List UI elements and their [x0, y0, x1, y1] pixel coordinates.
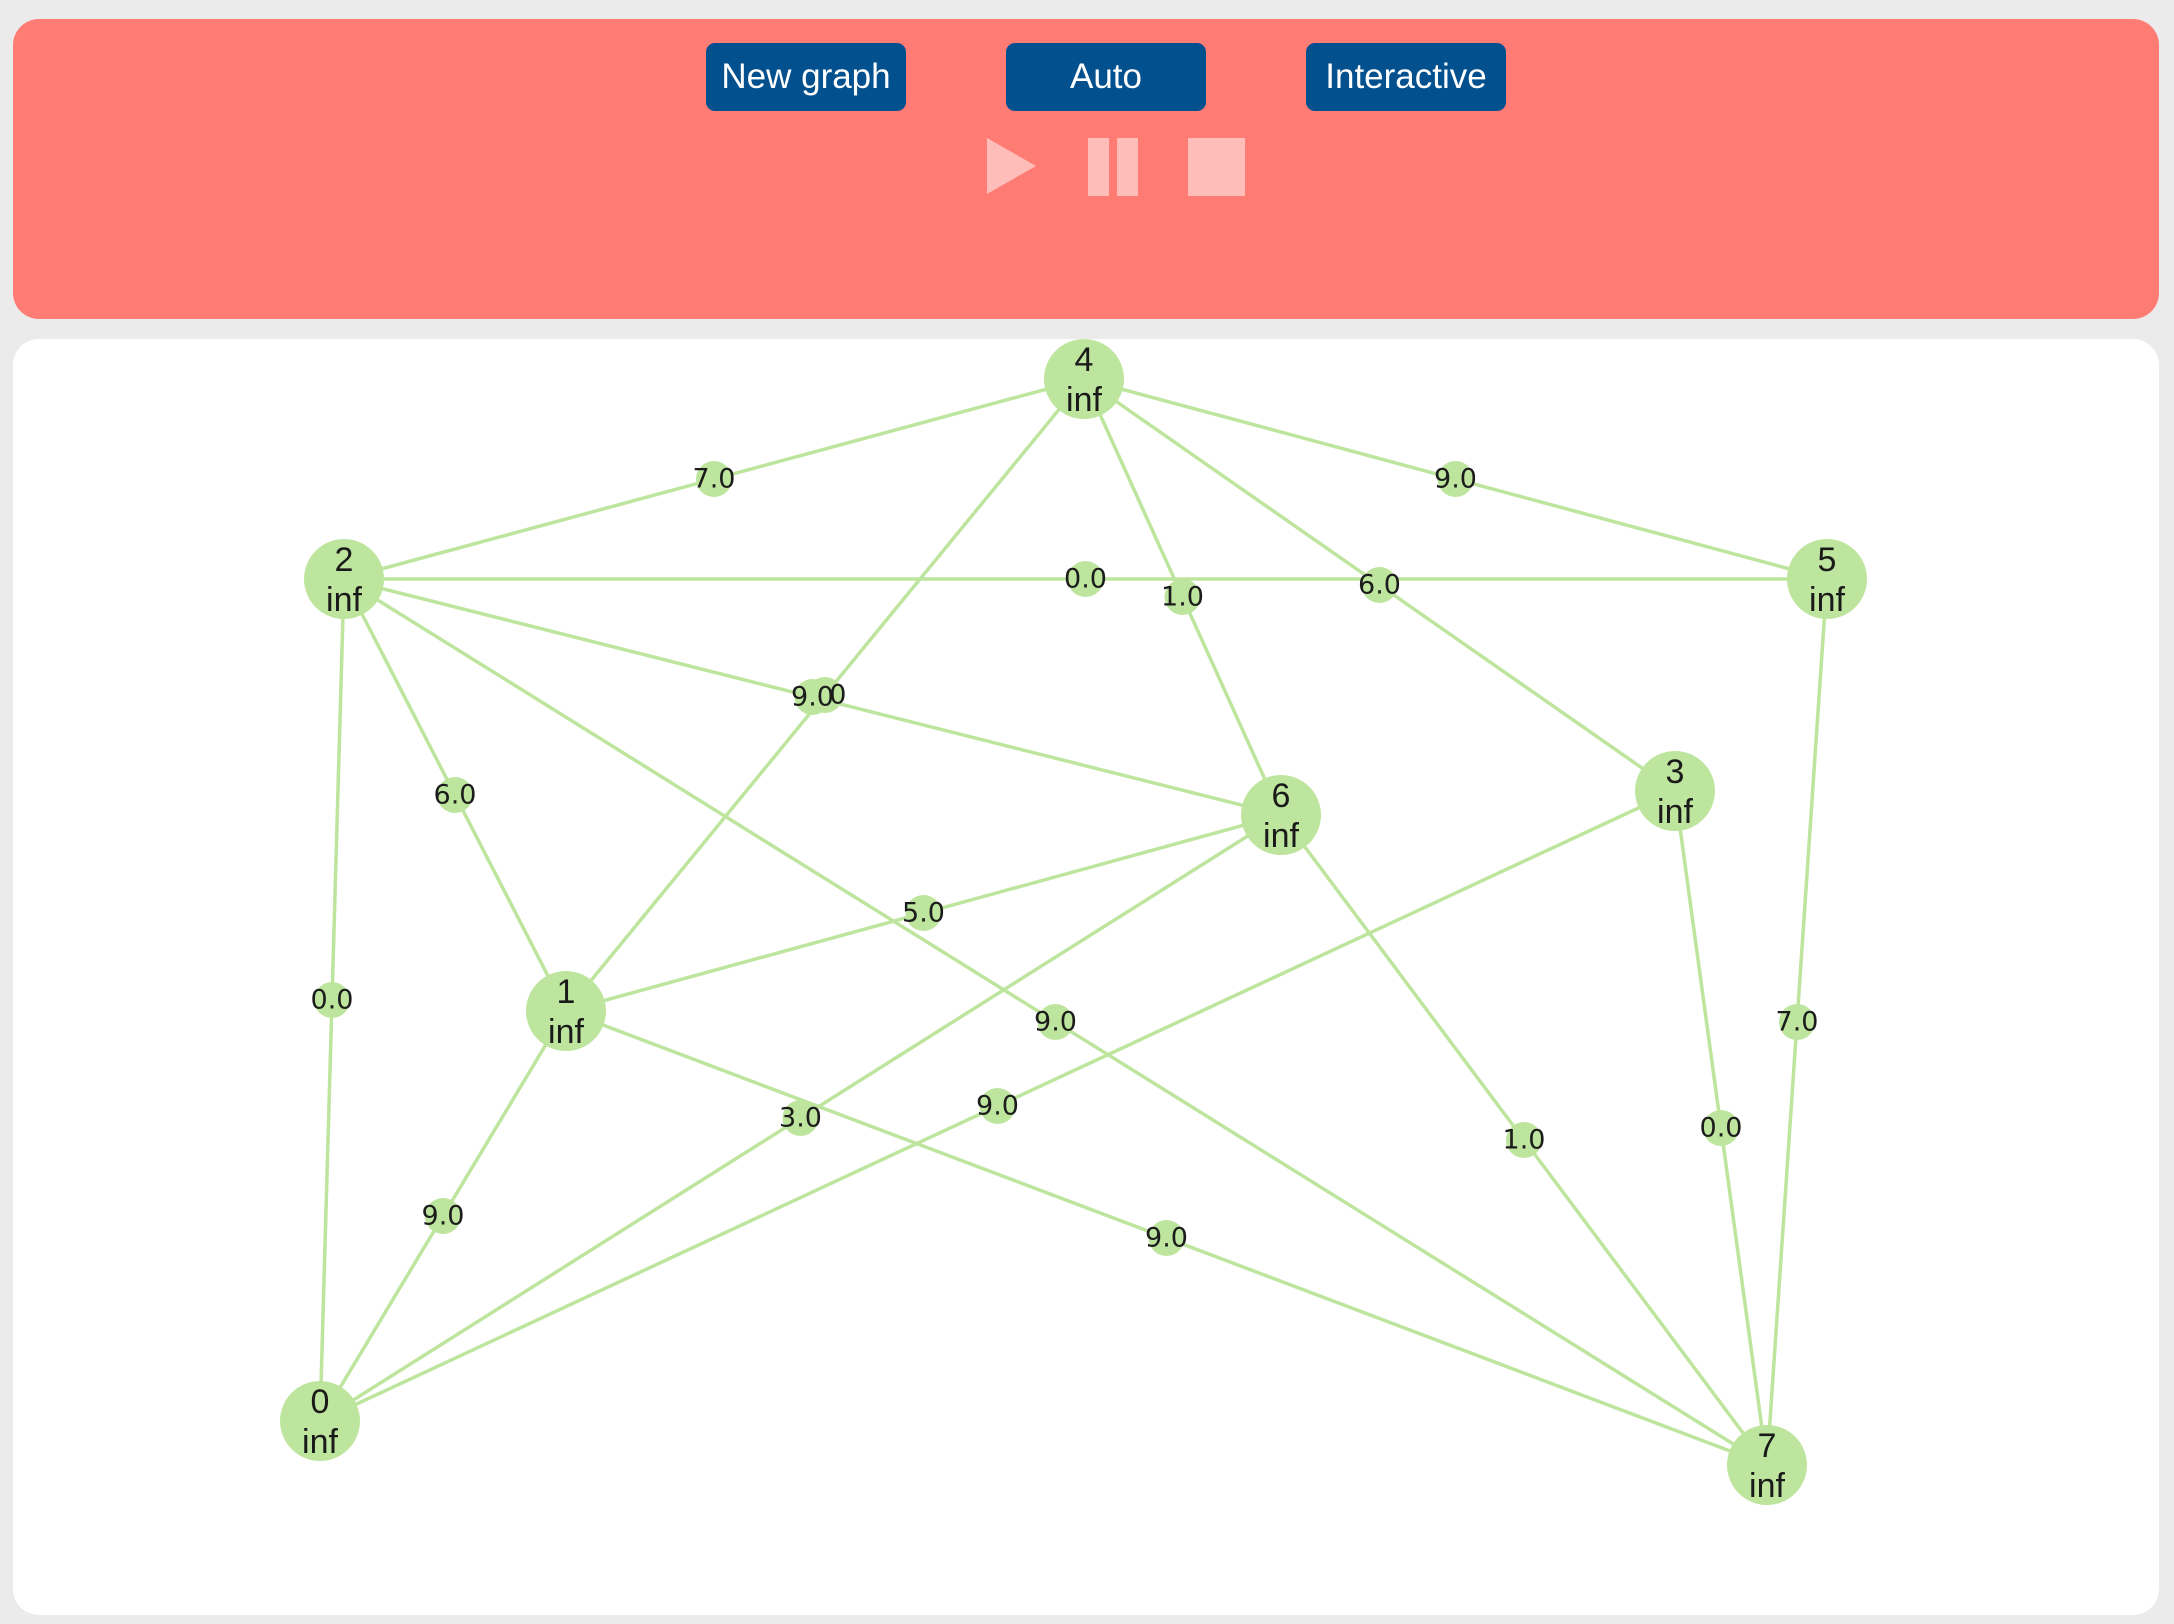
- edge-weight-4-2: 7.0: [693, 461, 736, 497]
- node-distance-label: inf: [326, 581, 362, 619]
- node-distance-label: inf: [548, 1013, 584, 1051]
- edge-weight-label: 9.0: [791, 682, 834, 713]
- edge-weight-label: 1.0: [1161, 582, 1204, 613]
- edge-weight-2-0: 0.0: [311, 982, 354, 1018]
- new-graph-button[interactable]: New graph: [706, 43, 906, 111]
- node-circle[interactable]: [304, 539, 384, 619]
- node-id-label: 3: [1666, 753, 1685, 791]
- edge-weight-3-7: 0.0: [1700, 1110, 1743, 1146]
- edge-weight-4-6: 1.0: [1161, 579, 1204, 615]
- edge-weight-label: 1.0: [1503, 1125, 1546, 1156]
- node-circle[interactable]: [526, 971, 606, 1051]
- node-circle[interactable]: [1787, 539, 1867, 619]
- edge-weight-badge: [1148, 1220, 1185, 1256]
- edges-layer: [318, 377, 1829, 1467]
- edge-weight-badge: [425, 1198, 461, 1234]
- edge-weight-badge: [905, 895, 942, 931]
- node-circle[interactable]: [1241, 775, 1321, 855]
- node-distance-label: inf: [1263, 817, 1299, 855]
- edge-weight-2-6: 9.0: [791, 679, 834, 715]
- edge-weights-layer: 7.09.07.01.06.00.09.06.09.00.07.05.03.01…: [311, 461, 1819, 1256]
- pause-icon[interactable]: [1075, 131, 1145, 201]
- graph-panel: 7.09.07.01.06.00.09.06.09.00.07.05.03.01…: [13, 339, 2159, 1615]
- edge-weight-badge: [1361, 567, 1398, 603]
- node-circle[interactable]: [280, 1381, 360, 1461]
- edge-weight-label: 7.0: [1776, 1007, 1819, 1038]
- edge-weight-1-7: 9.0: [1145, 1220, 1188, 1256]
- edge-weight-2-1: 6.0: [434, 777, 477, 813]
- edge-weight-badge: [782, 1100, 819, 1136]
- edge-weight-badge: [1703, 1110, 1739, 1146]
- edge-weight-label: 0.0: [1064, 564, 1107, 595]
- edge-weight-label: 5.0: [902, 898, 945, 929]
- node-circle[interactable]: [1044, 339, 1124, 419]
- interactive-button[interactable]: Interactive: [1306, 43, 1506, 111]
- node-id-label: 0: [311, 1383, 330, 1421]
- edge-weight-label: 6.0: [434, 780, 477, 811]
- node-distance-label: inf: [1749, 1467, 1785, 1505]
- edge-weight-2-5: 0.0: [1064, 561, 1107, 597]
- node-id-label: 5: [1818, 541, 1837, 579]
- edge-weight-label: 0.0: [1700, 1113, 1743, 1144]
- edge-weight-badge: [314, 982, 350, 1018]
- edge-weight-label: 7.0: [693, 464, 736, 495]
- edge-weight-3-0: 9.0: [976, 1088, 1019, 1124]
- edge-weight-5-7: 7.0: [1776, 1004, 1819, 1040]
- graph-canvas[interactable]: 7.09.07.01.06.00.09.06.09.00.07.05.03.01…: [13, 339, 2159, 1615]
- edge-weight-badge: [437, 777, 473, 813]
- control-panel: New graph Auto Interactive: [13, 19, 2159, 319]
- edge-weight-6-7: 1.0: [1503, 1122, 1546, 1158]
- edge-weight-1-0: 9.0: [422, 1198, 465, 1234]
- edge-weight-label: 9.0: [1034, 1007, 1077, 1038]
- edge-weight-label: 3.0: [779, 1103, 822, 1134]
- node-id-label: 4: [1075, 341, 1094, 379]
- edge-weight-6-0: 3.0: [779, 1100, 822, 1136]
- node-circle[interactable]: [1727, 1425, 1807, 1505]
- edge-weight-badge: [1037, 1004, 1074, 1040]
- node-id-label: 6: [1272, 777, 1291, 815]
- edge-weight-label: 9.0: [976, 1091, 1019, 1122]
- edge-weight-badge: [1067, 561, 1104, 597]
- edge-weight-label: 9.0: [1434, 464, 1477, 495]
- edge-weight-2-7: 9.0: [1034, 1004, 1077, 1040]
- edge-weight-label: 6.0: [1358, 570, 1401, 601]
- node-distance-label: inf: [1657, 793, 1693, 831]
- edge-weight-badge: [1437, 461, 1474, 497]
- edge-weight-4-3: 6.0: [1358, 567, 1401, 603]
- stop-icon[interactable]: [1175, 131, 1245, 201]
- node-distance-label: inf: [1809, 581, 1845, 619]
- play-icon[interactable]: [973, 131, 1043, 201]
- edge-weight-label: 9.0: [1145, 1223, 1188, 1254]
- edge-weight-6-1: 5.0: [902, 895, 945, 931]
- node-distance-label: inf: [1066, 381, 1102, 419]
- edge-weight-badge: [979, 1088, 1016, 1124]
- node-distance-label: inf: [302, 1423, 338, 1461]
- node-id-label: 7: [1758, 1427, 1777, 1465]
- edge-weight-badge: [1779, 1004, 1815, 1040]
- edge-weight-label: 0.0: [311, 985, 354, 1016]
- node-id-label: 2: [335, 541, 354, 579]
- node-id-label: 1: [557, 973, 576, 1011]
- edge-weight-badge: [1164, 579, 1201, 615]
- edge-weight-label: 9.0: [422, 1201, 465, 1232]
- node-circle[interactable]: [1635, 751, 1715, 831]
- edge-weight-badge: [696, 461, 732, 497]
- auto-button[interactable]: Auto: [1006, 43, 1206, 111]
- edge-weight-badge: [794, 679, 831, 715]
- edge-weight-badge: [1506, 1122, 1542, 1158]
- edge-weight-4-5: 9.0: [1434, 461, 1477, 497]
